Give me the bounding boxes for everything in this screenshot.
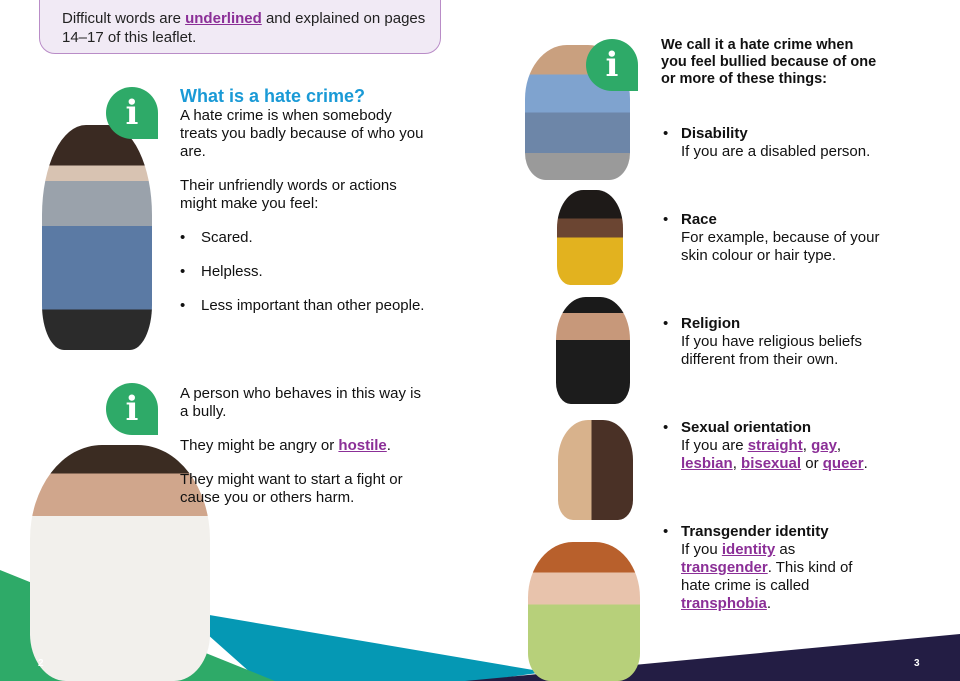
teal-shape [180, 610, 545, 681]
info-icon: i [586, 39, 638, 91]
gay-link[interactable]: gay [811, 437, 837, 454]
photo-angry-man [30, 445, 210, 681]
difficult-words-note: Difficult words are underlined and expla… [39, 0, 441, 54]
page-number-right: 3 [914, 658, 920, 669]
page-number-left: 2 [38, 658, 44, 669]
transphobia-link[interactable]: transphobia [681, 595, 767, 612]
definition-text: A hate crime is when somebody treats you… [180, 107, 424, 160]
feel-text: Their unfriendly words or actions might … [180, 177, 397, 212]
list-item: Scared. [180, 229, 430, 247]
straight-link[interactable]: straight [747, 437, 803, 454]
photo-upset-girl [42, 125, 152, 350]
transgender-link[interactable]: transgender [681, 559, 768, 576]
hostile-link[interactable]: hostile [338, 437, 387, 454]
feelings-list: Scared. Helpless. Less important than ot… [180, 229, 430, 315]
identity-link[interactable]: identity [721, 541, 776, 558]
lesbian-link[interactable]: lesbian [681, 455, 733, 472]
underlined-link[interactable]: underlined [185, 10, 262, 27]
info-icon: i [106, 383, 158, 435]
list-item: Helpless. [180, 263, 430, 281]
intro-text: We call it a hate crime when you feel bu… [661, 37, 877, 87]
photo-couple [558, 420, 633, 520]
bully-text: A person who behaves in this way is a bu… [180, 385, 421, 420]
section-heading: What is a hate crime? [180, 86, 366, 106]
harm-text: They might want to start a fight or caus… [180, 471, 403, 506]
bisexual-link[interactable]: bisexual [741, 455, 802, 472]
info-icon: i [106, 87, 158, 139]
angry-text: They might be angry or hostile. [180, 437, 391, 454]
list-item: Less important than other people. [180, 297, 430, 315]
photo-woman-yellow [557, 190, 623, 285]
photo-religious-man [556, 297, 630, 404]
queer-link[interactable]: queer [822, 455, 864, 472]
photo-red-hair-person [528, 542, 640, 681]
